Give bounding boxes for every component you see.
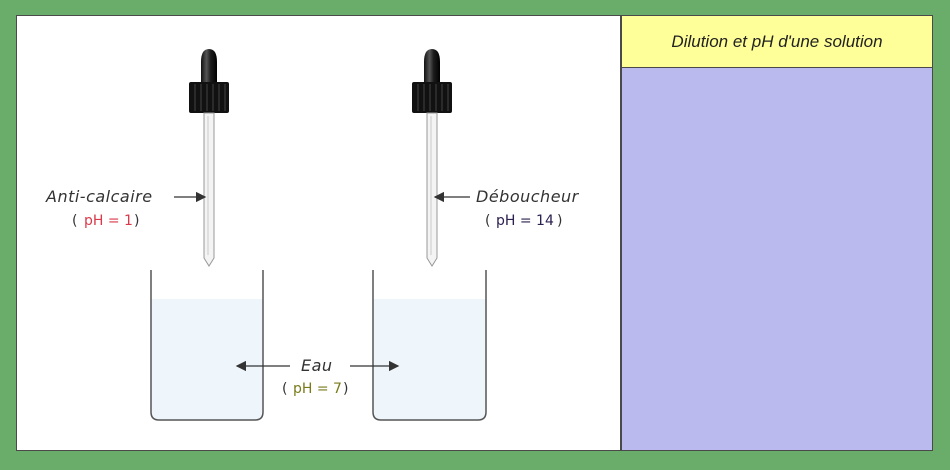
simulation-canvas bbox=[16, 15, 621, 451]
paren-open: ( bbox=[485, 213, 490, 229]
paren-open: ( bbox=[72, 213, 77, 229]
paren-close: ) bbox=[343, 381, 348, 397]
dropper-bulb bbox=[201, 49, 217, 82]
dropper-tube bbox=[203, 112, 215, 267]
label-base-name: Déboucheur bbox=[476, 187, 580, 206]
dropper-tube bbox=[426, 112, 438, 267]
panel-title: Dilution et pH d'une solution bbox=[621, 15, 933, 68]
dropper-bulb bbox=[424, 49, 440, 82]
dropper-base[interactable] bbox=[412, 49, 452, 267]
water-left bbox=[151, 299, 263, 420]
beaker-right[interactable] bbox=[372, 270, 487, 421]
label-acid-ph: pH = 1 bbox=[84, 213, 133, 229]
paren-close: ) bbox=[134, 213, 139, 229]
label-water-name: Eau bbox=[301, 356, 333, 375]
label-acid-name: Anti-calcaire bbox=[45, 187, 153, 206]
paren-close: ) bbox=[557, 213, 562, 229]
beaker-left[interactable] bbox=[150, 270, 264, 421]
label-base-ph: pH = 14 bbox=[496, 213, 554, 229]
paren-open: ( bbox=[282, 381, 287, 397]
beaker-wall bbox=[150, 270, 264, 421]
label-water-ph: pH = 7 bbox=[293, 381, 342, 397]
water-right bbox=[373, 299, 486, 420]
dropper-acid[interactable] bbox=[189, 49, 229, 267]
beaker-wall bbox=[372, 270, 487, 421]
panel-body bbox=[621, 67, 933, 451]
